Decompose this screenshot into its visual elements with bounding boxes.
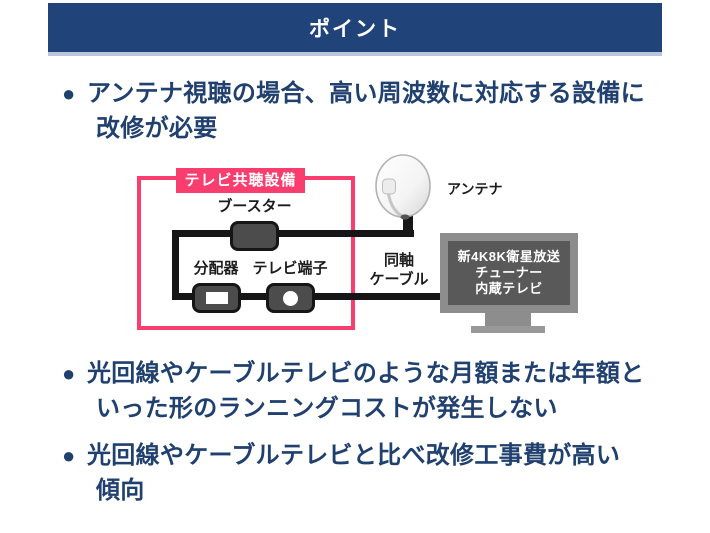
coax-label-line1: 同軸 [383, 252, 414, 269]
bullet-text: 光回線やケーブルテレビのような月額または年額と [87, 360, 645, 387]
coax-label-line2: ケーブル [369, 271, 429, 288]
bullet-line: ● 光回線やケーブルテレビと比べ改修工事費が高い [62, 438, 662, 473]
bullet-line: ● アンテナ視聴の場合、高い周波数に対応する設備に [62, 76, 662, 111]
tv-terminal-device [266, 283, 315, 313]
coax-cable-vertical [172, 230, 179, 300]
splitter-label: 分配器 [193, 260, 239, 277]
tv-terminal-label: テレビ端子 [252, 260, 328, 277]
shared-equipment-label: テレビ共聴設備 [176, 168, 305, 193]
bullet-line: 改修が必要 [96, 111, 662, 146]
splitter-port [205, 292, 228, 304]
tv-text-line1: 新4K8K衛星放送 [457, 249, 561, 264]
tv-terminal-port [283, 290, 298, 306]
booster-label: ブースター [217, 198, 292, 215]
bullet-text: いった形のランニングコストが発生しない [96, 395, 558, 422]
bullet-line: いった形のランニングコストが発生しない [96, 391, 662, 426]
antenna-mast [403, 213, 413, 237]
tv-stand-base [471, 326, 545, 333]
splitter-device [192, 283, 241, 313]
bullet-line: 傾向 [96, 473, 662, 508]
header-bar: ポイント [48, 3, 662, 52]
booster-device [230, 221, 279, 251]
tv-stand-neck [485, 313, 531, 326]
page-title: ポイント [309, 17, 401, 41]
bullet-text: 光回線やケーブルテレビと比べ改修工事費が高い [87, 442, 621, 469]
antenna-label: アンテナ [447, 181, 503, 197]
bullet-text: 傾向 [96, 477, 145, 504]
tv-text-line3: 内蔵テレビ [475, 281, 543, 296]
coax-cable-top [172, 230, 414, 237]
bullet-no-running-cost: ● 光回線やケーブルテレビのような月額または年額と いった形のランニングコストが発… [62, 356, 662, 426]
tv-text-line2: チューナー [475, 265, 543, 280]
bullet-marker: ● [62, 361, 76, 386]
satellite-dish-icon [375, 154, 431, 220]
bullet-line: ● 光回線やケーブルテレビのような月額または年額と [62, 356, 662, 391]
bullet-antenna-equipment: ● アンテナ視聴の場合、高い周波数に対応する設備に 改修が必要 [62, 76, 662, 146]
tv-screen: 新4K8K衛星放送 チューナー 内蔵テレビ [448, 241, 570, 305]
bullet-text: アンテナ視聴の場合、高い周波数に対応する設備に [87, 80, 645, 107]
bullet-marker: ● [62, 81, 76, 106]
bullet-text: 改修が必要 [96, 115, 218, 142]
bullet-high-renovation-cost: ● 光回線やケーブルテレビと比べ改修工事費が高い 傾向 [62, 438, 662, 508]
bullet-marker: ● [62, 443, 76, 468]
coax-cable-label: 同軸 ケーブル [358, 251, 440, 289]
